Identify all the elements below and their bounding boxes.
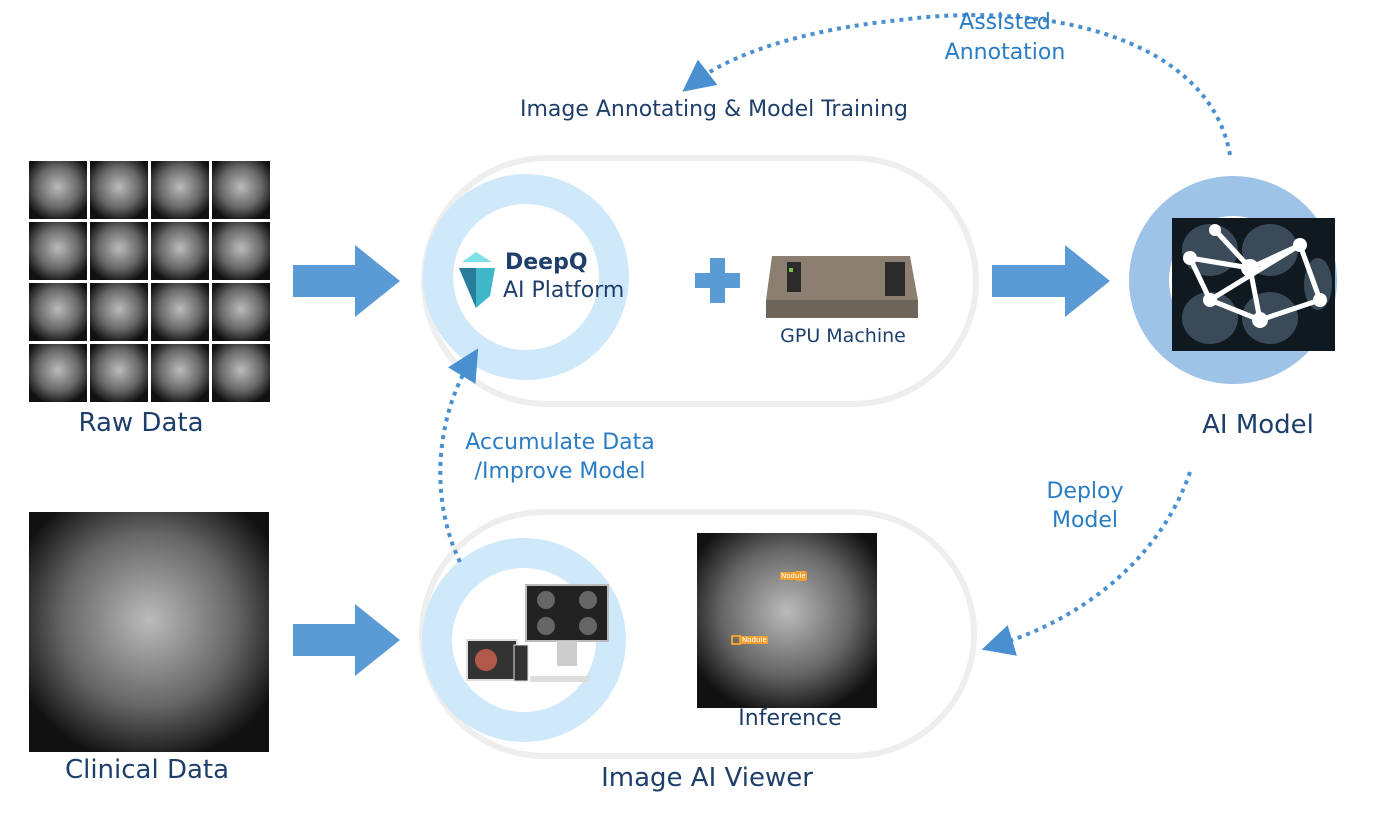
image-ai-viewer-label: Image AI Viewer (601, 763, 813, 793)
assisted-label-line2: Annotation (944, 40, 1066, 65)
raw-xray-thumbnail (29, 283, 87, 341)
nodule-tag-1: Nodule (780, 572, 807, 580)
logo-subtitle: AI Platform (503, 278, 625, 303)
gpu-machine-label: GPU Machine (780, 325, 906, 347)
accumulate-data-arrow (438, 348, 479, 563)
deepq-logo-icon (459, 252, 495, 308)
raw-xray-thumbnail (29, 222, 87, 280)
deploy-model-arrow (981, 471, 1192, 656)
clinical-data-label: Clinical Data (64, 755, 230, 785)
raw-xray-thumbnail (151, 283, 209, 341)
raw-data-label: Raw Data (78, 408, 204, 438)
raw-xray-thumbnail (90, 344, 148, 402)
raw-xray-thumbnail (90, 283, 148, 341)
raw-xray-thumbnail (151, 222, 209, 280)
assisted-annotation-arrow (682, 13, 1232, 156)
training-label: Image Annotating & Model Training (519, 97, 909, 122)
accumulate-label-line1: Accumulate Data (465, 430, 655, 455)
clinical-xray-image (29, 512, 269, 752)
nodule-tag-2: Nodule (741, 636, 768, 644)
accumulate-label-line2: /Improve Model (474, 459, 646, 484)
raw-xray-thumbnail (212, 222, 270, 280)
raw-xray-thumbnail (151, 344, 209, 402)
plus-icon (695, 258, 740, 303)
raw-xray-thumbnail (212, 344, 270, 402)
arrow-raw-to-platform (293, 245, 400, 317)
raw-data-xray-grid (29, 161, 270, 402)
deploy-label-line1: Deploy (1046, 479, 1124, 504)
viewer-pill-outline (419, 509, 977, 759)
raw-xray-thumbnail (151, 161, 209, 219)
inference-label: Inference (738, 706, 842, 731)
nodule-box-2 (731, 635, 741, 645)
raw-xray-thumbnail (29, 161, 87, 219)
raw-xray-thumbnail (90, 222, 148, 280)
arrow-platform-to-model (992, 245, 1110, 317)
raw-xray-thumbnail (212, 283, 270, 341)
inference-xray-image (697, 533, 877, 708)
viewer-devices-image (466, 584, 609, 682)
ai-model-label: AI Model (1202, 410, 1314, 440)
gpu-machine-image (766, 256, 918, 318)
platform-ring (423, 174, 629, 380)
raw-xray-thumbnail (90, 161, 148, 219)
raw-xray-thumbnail (29, 344, 87, 402)
assisted-label-line1: Assisted (959, 10, 1051, 35)
deploy-label-line2: Model (1051, 508, 1119, 533)
arrow-clinical-to-viewer (293, 604, 400, 676)
ai-model-brain-network-image (1172, 218, 1335, 351)
logo-name: DeepQ (505, 250, 588, 275)
raw-xray-thumbnail (212, 161, 270, 219)
